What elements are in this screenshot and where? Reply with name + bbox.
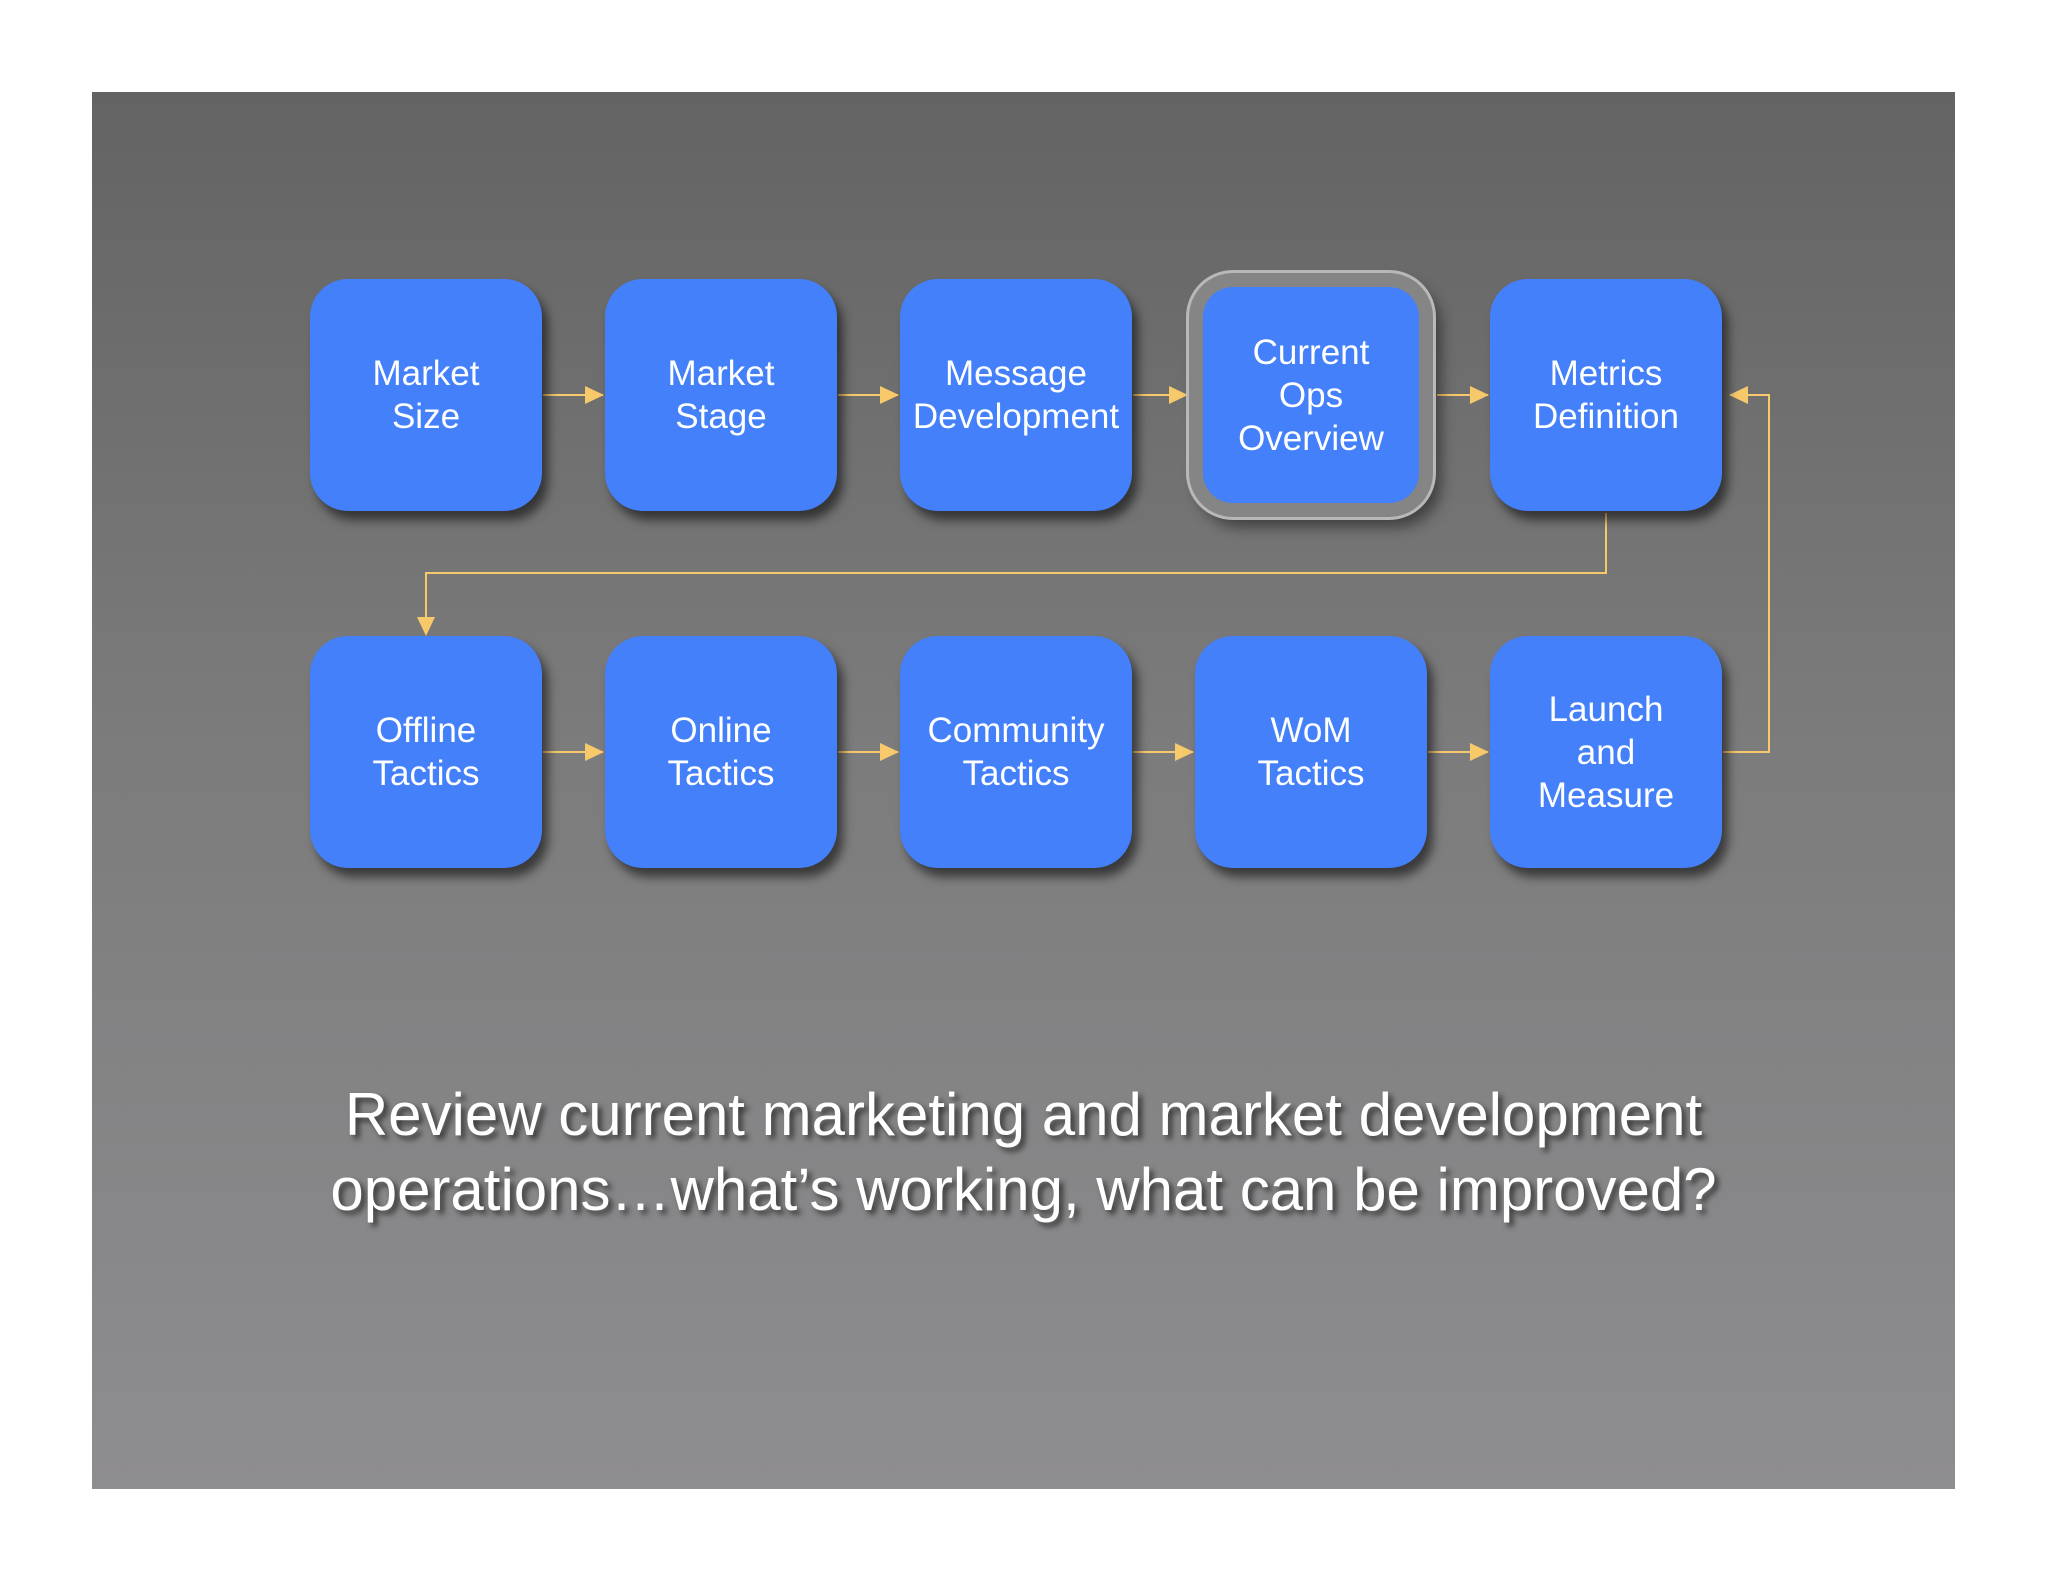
caption-line-1: Review current marketing and market deve…: [344, 1081, 1703, 1148]
arrowhead-icon: [1470, 386, 1489, 404]
step-online-tactics: Online Tactics: [605, 636, 837, 868]
slide-caption: Review current marketing and market deve…: [92, 1077, 1955, 1227]
arrowhead-icon: [585, 743, 604, 761]
step-market-stage: Market Stage: [605, 279, 837, 511]
step-community-tactics: Community Tactics: [900, 636, 1132, 868]
step-message-development: Message Development: [900, 279, 1132, 511]
step-label: Market Size: [372, 354, 480, 436]
step-metrics-definition: Metrics Definition: [1490, 279, 1722, 511]
step-label: Metrics Definition: [1533, 354, 1679, 436]
step-label: Offline Tactics: [372, 711, 480, 793]
step-label: Launch and Measure: [1537, 689, 1675, 815]
connector-metrics-definition-to-offline-tactics: [425, 513, 1607, 630]
step-label: Message Development: [912, 354, 1120, 436]
arrowhead-icon: [1169, 386, 1188, 404]
arrowhead-icon: [417, 617, 435, 636]
arrowhead-icon: [585, 386, 604, 404]
arrowhead-icon: [880, 386, 899, 404]
step-label: Market Stage: [667, 354, 775, 436]
step-offline-tactics: Offline Tactics: [310, 636, 542, 868]
caption-line-2: operations…what’s working, what can be i…: [330, 1156, 1717, 1223]
step-launch-and-measure: Launch and Measure: [1490, 636, 1722, 868]
step-label: Online Tactics: [667, 711, 775, 793]
arrowhead-icon: [1175, 743, 1194, 761]
step-wom-tactics: WoM Tactics: [1195, 636, 1427, 868]
step-market-size: Market Size: [310, 279, 542, 511]
step-current-ops-overview: Current Ops Overview: [1203, 287, 1419, 503]
arrowhead-icon: [1470, 743, 1489, 761]
step-label: WoM Tactics: [1257, 711, 1365, 793]
connector-launch-and-measure-to-metrics-definition: [1723, 394, 1770, 753]
step-label: Current Ops Overview: [1238, 332, 1384, 458]
arrowhead-icon: [880, 743, 899, 761]
arrowhead-icon: [1729, 386, 1748, 404]
step-label: Community Tactics: [927, 711, 1105, 793]
